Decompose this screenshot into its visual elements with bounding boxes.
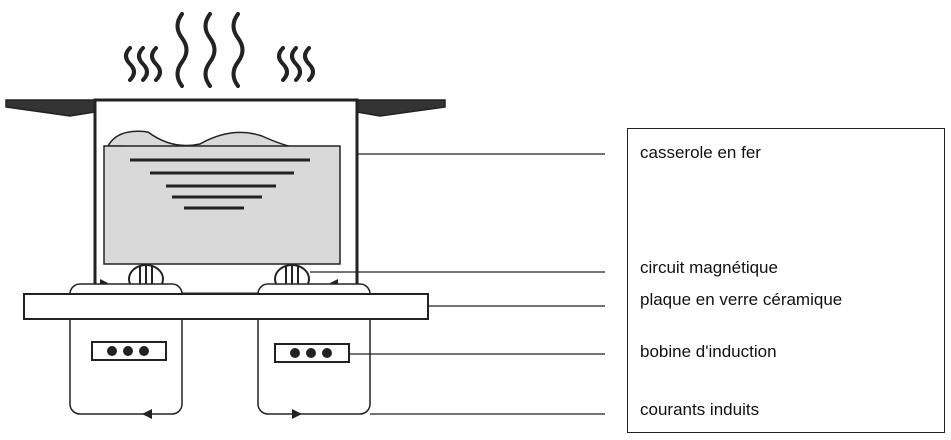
food-area: [103, 145, 341, 265]
label-bobine: bobine d'induction: [640, 342, 777, 361]
leader-lines: [310, 153, 605, 415]
current-arrow-left: [142, 409, 152, 419]
steam-wave: [203, 12, 217, 88]
label-plaque: plaque en verre céramique: [640, 290, 843, 309]
steam-wave: [124, 46, 136, 82]
food-top: [106, 130, 299, 149]
steam-wave: [137, 46, 149, 82]
pot-rim-right: [356, 99, 446, 117]
ceramic-glass-plate: [23, 293, 429, 320]
pot-rim-left: [5, 99, 96, 117]
label-circuit: circuit magnétique: [640, 258, 778, 277]
steam-wave: [277, 46, 289, 82]
label-casserole: casserole en fer: [640, 143, 761, 162]
label-box: [627, 128, 945, 433]
current-arrow-right: [292, 409, 302, 419]
steam-wave: [290, 46, 302, 82]
heat-lines: [130, 158, 310, 210]
steam-wave: [150, 46, 162, 82]
induction-coil-right: [274, 343, 350, 363]
steam-wave: [175, 12, 189, 88]
induction-coil-left: [91, 341, 167, 361]
steam: [124, 12, 315, 88]
steam-wave: [231, 12, 245, 88]
steam-wave: [303, 46, 315, 82]
label-courants: courants induits: [640, 400, 760, 419]
